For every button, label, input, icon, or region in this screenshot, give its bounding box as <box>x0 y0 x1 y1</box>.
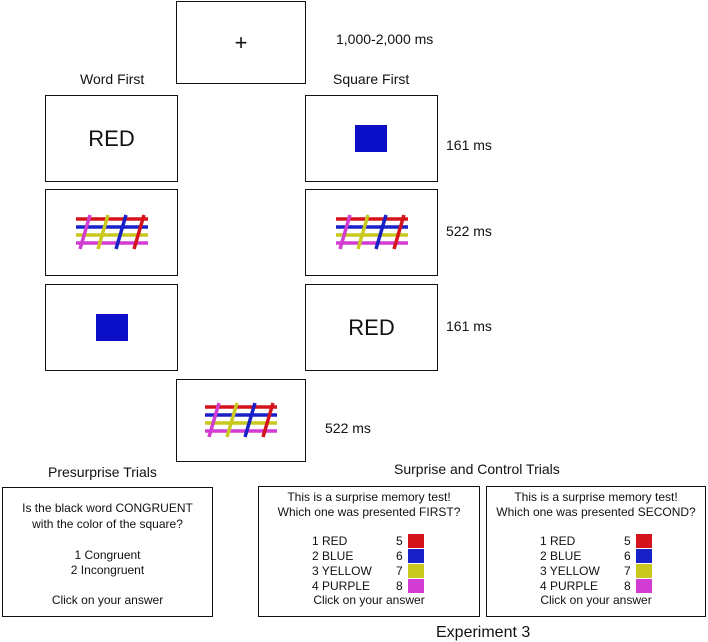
presurprise-question-line-2: with the color of the square? <box>32 517 183 531</box>
answer-key: 6 <box>396 549 403 563</box>
column-header-word-first: Word First <box>80 71 145 87</box>
blue-square <box>96 314 128 341</box>
line-mask <box>72 213 152 253</box>
yellow-swatch <box>636 564 652 578</box>
red-swatch <box>636 534 652 548</box>
final-mask-frame <box>176 379 306 462</box>
surprise-second-line-1: This is a surprise memory test! <box>514 490 678 504</box>
presurprise-question-line-1: Is the black word CONGRUENT <box>22 501 193 515</box>
surprise-second-panel: This is a surprise memory test! Which on… <box>486 486 706 617</box>
purple-swatch <box>408 579 424 593</box>
duration-row-2: 522 ms <box>446 223 492 239</box>
mask-diagonal-blue <box>373 214 388 249</box>
answer-option-red[interactable]: 1 RED 5 <box>487 533 705 549</box>
word-first-frame-3-square <box>45 284 178 371</box>
surprise-second-line-2: Which one was presented SECOND? <box>496 505 696 519</box>
mask-diagonal-purple <box>207 402 221 437</box>
mask-diagonal-yellow <box>225 402 239 437</box>
blue-swatch <box>408 549 424 563</box>
experiment-caption: Experiment 3 <box>436 624 531 641</box>
duration-row-3: 161 ms <box>446 318 492 334</box>
line-mask-graphic <box>335 214 408 249</box>
mask-diagonal-purple <box>337 214 352 249</box>
answer-option-label: 4 PURPLE <box>540 579 599 593</box>
presurprise-footer: Click on your answer <box>51 593 164 607</box>
yellow-swatch <box>408 564 424 578</box>
surprise-first-line-1: This is a surprise memory test! <box>287 490 451 504</box>
answer-option-yellow[interactable]: 3 YELLOW 7 <box>259 563 479 579</box>
answer-option-label: 2 BLUE <box>312 549 354 563</box>
answer-option-purple[interactable]: 4 PURPLE 8 <box>259 578 479 594</box>
line-mask-graphic <box>205 402 277 437</box>
answer-key: 6 <box>624 549 631 563</box>
red-swatch <box>408 534 424 548</box>
fixation-cross: + <box>234 29 248 55</box>
answer-key: 8 <box>624 579 631 593</box>
purple-swatch <box>636 579 652 593</box>
answer-key: 8 <box>396 579 403 593</box>
mask-diagonal-purple <box>77 214 92 249</box>
presurprise-panel: Is the black word CONGRUENT with the col… <box>2 487 213 617</box>
answer-option-label: 3 YELLOW <box>540 564 600 578</box>
mask-diagonal-red <box>261 402 275 437</box>
color-word: RED <box>88 125 135 151</box>
square-first-frame-1-square <box>305 95 438 182</box>
answer-option-label: 2 BLUE <box>540 549 582 563</box>
section-header-presurprise: Presurprise Trials <box>48 464 157 480</box>
answer-option-label: 1 RED <box>540 534 576 548</box>
word-first-frame-2-mask <box>45 189 178 276</box>
answer-option-label: 4 PURPLE <box>312 579 371 593</box>
fixation-frame: + <box>176 1 306 84</box>
mask-diagonal-yellow <box>95 214 110 249</box>
mask-diagonal-blue <box>113 214 128 249</box>
surprise-second-footer: Click on your answer <box>540 593 652 607</box>
surprise-first-footer: Click on your answer <box>313 593 425 607</box>
answer-option-blue[interactable]: 2 BLUE 6 <box>259 548 479 564</box>
answer-key: 5 <box>624 534 631 548</box>
answer-option-label: 1 RED <box>312 534 348 548</box>
mask-diagonal-yellow <box>355 214 370 249</box>
presurprise-option-incongruent[interactable]: 2 Incongruent <box>70 563 145 577</box>
word-first-frame-1-word: RED <box>45 95 178 182</box>
answer-option-blue[interactable]: 2 BLUE 6 <box>487 548 705 564</box>
surprise-first-line-2: Which one was presented FIRST? <box>277 505 461 519</box>
mask-diagonal-red <box>391 214 406 249</box>
blue-swatch <box>636 549 652 563</box>
line-mask <box>332 213 412 253</box>
answer-key: 5 <box>396 534 403 548</box>
duration-row-4: 522 ms <box>325 420 371 436</box>
mask-diagonal-blue <box>243 402 257 437</box>
column-header-square-first: Square First <box>333 71 410 87</box>
duration-row-1: 161 ms <box>446 137 492 153</box>
section-header-surprise-control: Surprise and Control Trials <box>394 461 560 477</box>
answer-option-yellow[interactable]: 3 YELLOW 7 <box>487 563 705 579</box>
answer-option-purple[interactable]: 4 PURPLE 8 <box>487 578 705 594</box>
square-first-frame-2-mask <box>305 189 438 276</box>
answer-option-red[interactable]: 1 RED 5 <box>259 533 479 549</box>
presurprise-option-congruent[interactable]: 1 Congruent <box>74 548 141 562</box>
answer-key: 7 <box>396 564 403 578</box>
answer-option-label: 3 YELLOW <box>312 564 372 578</box>
mask-diagonal-red <box>131 214 146 249</box>
answer-key: 7 <box>624 564 631 578</box>
line-mask <box>201 401 281 441</box>
color-word: RED <box>348 314 395 340</box>
blue-square <box>355 125 387 152</box>
fixation-duration: 1,000-2,000 ms <box>336 31 434 47</box>
line-mask-graphic <box>75 214 148 249</box>
surprise-first-panel: This is a surprise memory test! Which on… <box>258 486 480 617</box>
square-first-frame-3-word: RED <box>305 284 438 371</box>
